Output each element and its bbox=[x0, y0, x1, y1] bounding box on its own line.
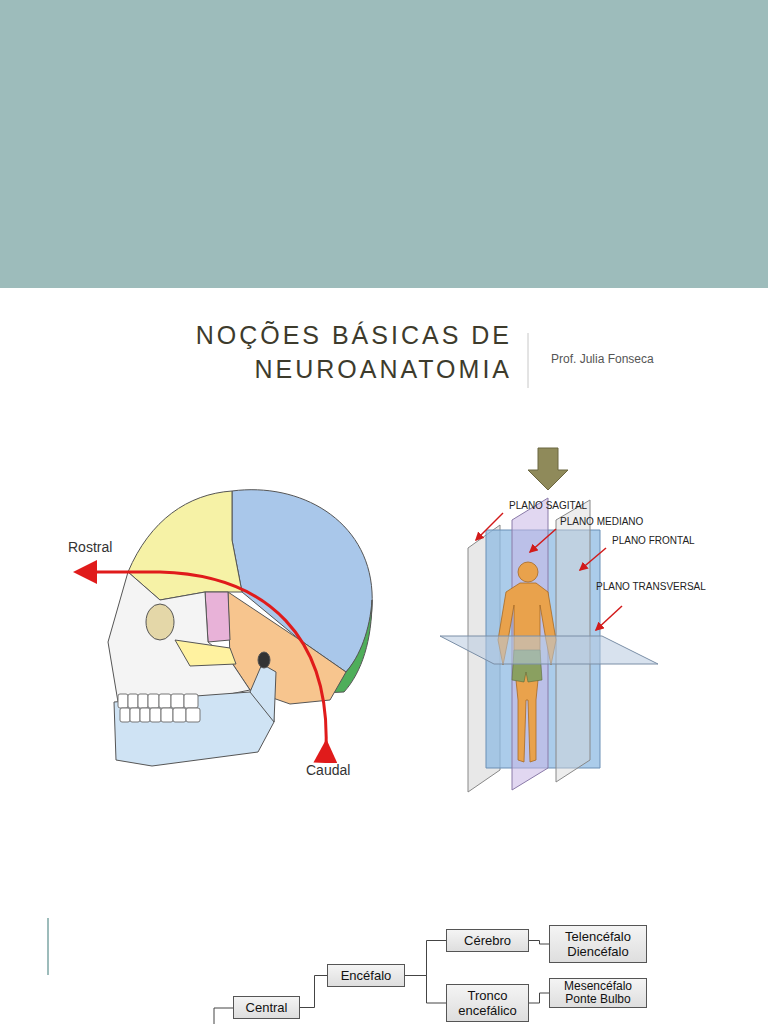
author-name: Prof. Julia Fonseca bbox=[549, 352, 656, 366]
leader-sagittal bbox=[476, 513, 503, 540]
drawing-part bbox=[128, 694, 138, 708]
slide-accent bbox=[47, 918, 49, 975]
box-text: Telencéfalo Diencéfalo bbox=[555, 929, 641, 959]
slide-title: NOÇÕES BÁSICAS DE NEUROANATOMIA bbox=[168, 318, 512, 386]
down-arrow bbox=[528, 448, 568, 490]
skull-illustration bbox=[108, 490, 372, 766]
drawing-part bbox=[138, 694, 148, 708]
tree-box: Tronco encefálico bbox=[446, 984, 529, 1022]
tree-connector bbox=[405, 941, 446, 976]
leader-transverse bbox=[596, 606, 622, 630]
plane-label: PLANO TRANSVERSAL bbox=[594, 581, 708, 592]
title-divider bbox=[528, 333, 529, 388]
drawing-part bbox=[518, 562, 538, 582]
eye-orbit bbox=[146, 604, 174, 640]
tree-connector bbox=[405, 976, 446, 1004]
transverse-plane bbox=[440, 636, 658, 664]
ear-hole bbox=[258, 652, 270, 668]
drawing-part bbox=[148, 694, 159, 708]
drawing-part bbox=[130, 708, 140, 722]
tree-box: Central bbox=[233, 996, 300, 1019]
drawing-part bbox=[171, 694, 184, 708]
mandible bbox=[114, 690, 274, 766]
tree-stub bbox=[214, 1008, 233, 1024]
drawing-part bbox=[184, 694, 198, 708]
body-planes-illustration bbox=[440, 448, 658, 792]
drawing-part bbox=[118, 694, 128, 708]
face-bones bbox=[108, 572, 250, 702]
teeth bbox=[118, 694, 200, 722]
drawing-part bbox=[159, 694, 171, 708]
header-band bbox=[0, 0, 768, 288]
leader-frontal bbox=[580, 548, 606, 570]
sphenoid-bone bbox=[205, 592, 230, 642]
direction-label: Caudal bbox=[304, 762, 352, 778]
mandible-ramus bbox=[250, 664, 276, 722]
drawing-part bbox=[186, 708, 200, 722]
plane-label: PLANO MEDIANO bbox=[558, 516, 645, 527]
box-text: Cérebro bbox=[452, 933, 523, 948]
direction-label: Rostral bbox=[66, 539, 114, 555]
box-text: Tronco encefálico bbox=[452, 988, 523, 1018]
drawing-part bbox=[173, 708, 186, 722]
box-text: Mesencéfalo Ponte Bulbo bbox=[555, 980, 641, 1006]
zygomatic-bone bbox=[175, 640, 236, 666]
tree-box: Telencéfalo Diencéfalo bbox=[549, 925, 647, 963]
tree-connector bbox=[529, 993, 549, 1003]
tree-box: Mesencéfalo Ponte Bulbo bbox=[549, 978, 647, 1008]
box-text: Encéfalo bbox=[333, 968, 399, 983]
drawing-part bbox=[150, 708, 161, 722]
rostral-caudal-arrow bbox=[82, 572, 326, 748]
drawing-part bbox=[498, 583, 556, 762]
tree-box: Encéfalo bbox=[327, 964, 405, 987]
plane-label: PLANO SAGITAL bbox=[507, 500, 589, 511]
drawing-part bbox=[140, 708, 150, 722]
drawing-part bbox=[161, 708, 173, 722]
drawing-part bbox=[120, 708, 130, 722]
tree-connector bbox=[529, 941, 549, 945]
plane-label: PLANO FRONTAL bbox=[610, 535, 697, 546]
tree-box: Cérebro bbox=[446, 929, 529, 952]
leader-median bbox=[530, 529, 556, 552]
box-text: Central bbox=[239, 1000, 294, 1015]
tree-connector bbox=[300, 976, 327, 1008]
